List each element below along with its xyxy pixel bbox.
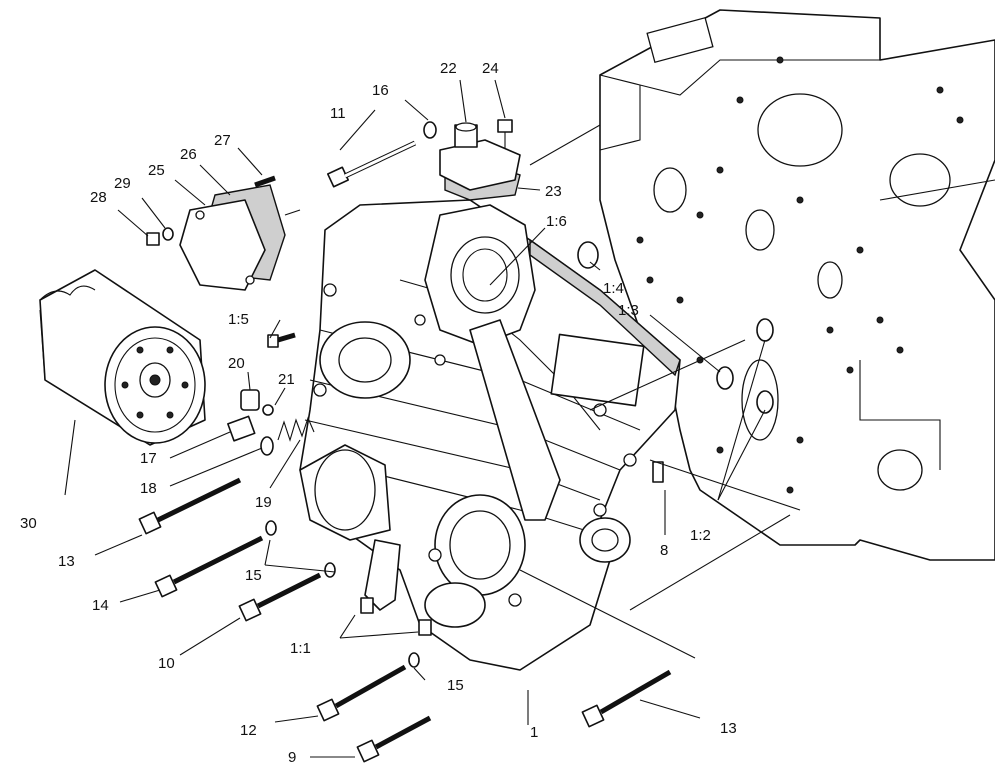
callout-14: 14: [92, 597, 109, 614]
callout-13-right: 13: [720, 720, 737, 737]
callout-18: 18: [140, 480, 157, 497]
callout-15-upper: 15: [245, 567, 262, 584]
callout-28: 28: [90, 189, 107, 206]
callout-13-left: 13: [58, 553, 75, 570]
callout-16: 16: [372, 82, 389, 99]
top-flange-assembly: [439, 119, 521, 201]
oil-filter: [39, 269, 206, 446]
callout-17: 17: [140, 450, 157, 467]
bolts: [138, 121, 774, 763]
callout-1-3: 1:3: [618, 302, 639, 319]
callout-27: 27: [214, 132, 231, 149]
callout-labels: 1 8 9 10 11 12 13 13 14 15 15 16 17 18 1…: [20, 60, 737, 766]
callout-22: 22: [440, 60, 457, 77]
callout-25: 25: [148, 162, 165, 179]
callout-29: 29: [114, 175, 131, 192]
callout-21: 21: [278, 371, 295, 388]
callout-8: 8: [660, 542, 668, 559]
callout-15-lower: 15: [447, 677, 464, 694]
callout-24: 24: [482, 60, 499, 77]
callout-1-1: 1:1: [290, 640, 311, 657]
callout-26: 26: [180, 146, 197, 163]
callout-1-5: 1:5: [228, 311, 249, 328]
callout-19: 19: [255, 494, 272, 511]
callout-12: 12: [240, 722, 257, 739]
callout-11: 11: [330, 105, 346, 122]
callout-30: 30: [20, 515, 37, 532]
callout-10: 10: [158, 655, 175, 672]
callout-23: 23: [545, 183, 562, 200]
callout-9: 9: [288, 749, 296, 766]
cover-plate-assembly: [179, 184, 286, 291]
callout-1-6: 1:6: [546, 213, 567, 230]
callout-1-2: 1:2: [690, 527, 711, 544]
leader-lines: [64, 79, 801, 758]
timing-gear-cover: [299, 199, 681, 671]
callout-1: 1: [530, 724, 538, 741]
callout-20: 20: [228, 355, 245, 372]
callout-1-4: 1:4: [603, 280, 624, 297]
